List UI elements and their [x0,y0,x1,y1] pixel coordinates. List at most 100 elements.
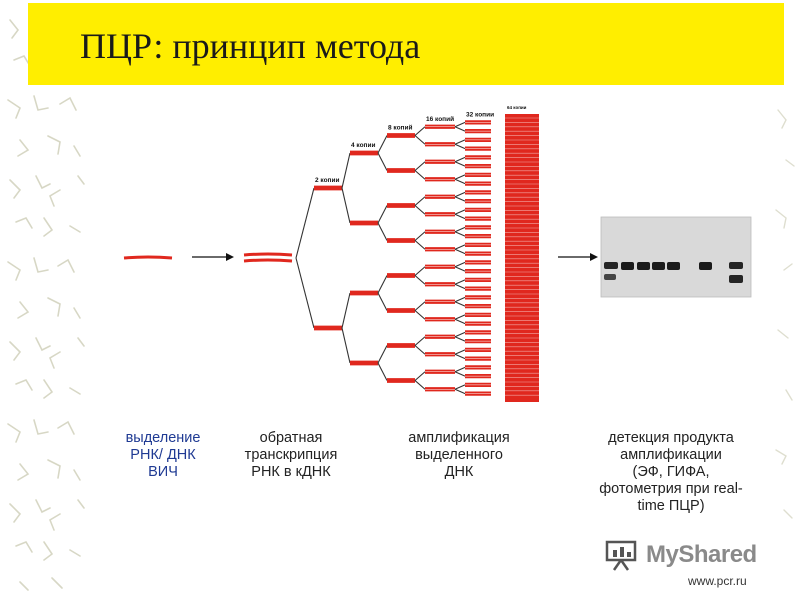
branch-line [415,197,425,206]
branch-line [455,367,465,371]
branch-line [455,385,465,389]
branch-line [415,171,425,180]
branch-line [378,363,387,381]
arrow-to-detection [558,253,598,261]
copy-count-label: 32 копии [466,111,494,118]
caption-line: РНК/ ДНК [108,447,218,464]
gel-band [621,262,634,270]
branch-line [455,127,465,131]
gel-band [729,275,743,283]
branch-line [415,162,425,171]
copy-count-label: 2 копии [315,177,339,184]
branch-line [415,372,425,381]
caption-line: амплификации [578,447,764,464]
branch-line [415,276,425,285]
branch-line [455,175,465,179]
branch-line [415,241,425,250]
branch-line [455,245,465,249]
branch-line [455,227,465,231]
gel-band [699,262,712,270]
copy-count-label: 8 копий [388,124,412,132]
gel-band [604,262,618,269]
branch-line [378,206,387,224]
branch-line [455,280,465,284]
branch-line [415,232,425,241]
branch-line [455,232,465,236]
branch-line [415,311,425,320]
branch-line [455,302,465,306]
branch-line [455,350,465,354]
caption-line: РНК в кДНК [226,464,356,481]
branch-line [342,153,350,188]
logo-text: MyShared [646,541,757,569]
cdna-double-strand [244,254,292,261]
caption-line: выделение [108,430,218,447]
electrophoresis-gel [601,217,751,297]
branch-line [455,144,465,148]
branch-line [415,302,425,311]
branch-line [378,276,387,294]
amplification-tree: 2 копии 4 копии 8 копий 16 копий 32 копии 64 … [296,105,539,402]
branch-line [342,293,350,328]
branch-line [455,249,465,253]
branch-line [455,179,465,183]
branch-line [455,389,465,393]
branch-line [296,258,314,328]
branch-line [455,262,465,266]
branch-line [378,293,387,311]
branch-line [455,319,465,323]
branch-line [378,223,387,241]
branch-line [415,381,425,390]
branch-line [455,157,465,161]
gel-band [729,262,743,269]
branch-line [342,188,350,223]
caption-line: ВИЧ [108,464,218,481]
branch-line [378,153,387,171]
branch-line [455,332,465,336]
copy-count-label: 16 копий [426,115,454,123]
caption-line: детекция продукта [578,430,764,447]
caption-reverse-transcription: обратная транскрипция РНК в кДНК [226,430,356,481]
gel-band [667,262,680,270]
branch-line [455,192,465,196]
branch-line [415,127,425,136]
gel-band [652,262,665,270]
branch-line [455,122,465,126]
myshared-logo[interactable]: MyShared [604,538,757,572]
caption-amplification: амплификация выделенного ДНК [388,430,530,481]
gel-band [604,274,616,280]
branch-line [415,136,425,145]
branch-line [455,337,465,341]
caption-line: ДНК [388,464,530,481]
branch-line [455,162,465,166]
caption-isolation: выделение РНК/ ДНК ВИЧ [108,430,218,481]
branch-line [378,136,387,154]
branch-line [455,297,465,301]
branch-line [378,346,387,364]
caption-line: time ПЦР) [578,498,764,515]
gel-band [637,262,650,270]
isolated-strand [124,257,172,258]
caption-detection: детекция продукта амплификации (ЭФ, ГИФА… [578,430,764,515]
copy-count-label: 64 копии [507,105,527,110]
branch-line [455,372,465,376]
branch-line [296,188,314,258]
branch-line [415,337,425,346]
branch-line [342,328,350,363]
site-url[interactable]: www.pcr.ru [688,574,747,588]
branch-line [415,346,425,355]
caption-line: амплификация [388,430,530,447]
dna-copy-column [505,114,539,402]
branch-line [455,284,465,288]
branch-line [455,354,465,358]
branch-line [415,267,425,276]
caption-line: выделенного [388,447,530,464]
branch-line [415,206,425,215]
arrow-to-rt [192,253,234,261]
branch-line [455,315,465,319]
caption-line: фотометрия при real- [578,481,764,498]
branch-line [455,140,465,144]
caption-line: обратная [226,430,356,447]
branch-line [455,197,465,201]
copy-count-label: 4 копии [351,142,375,149]
